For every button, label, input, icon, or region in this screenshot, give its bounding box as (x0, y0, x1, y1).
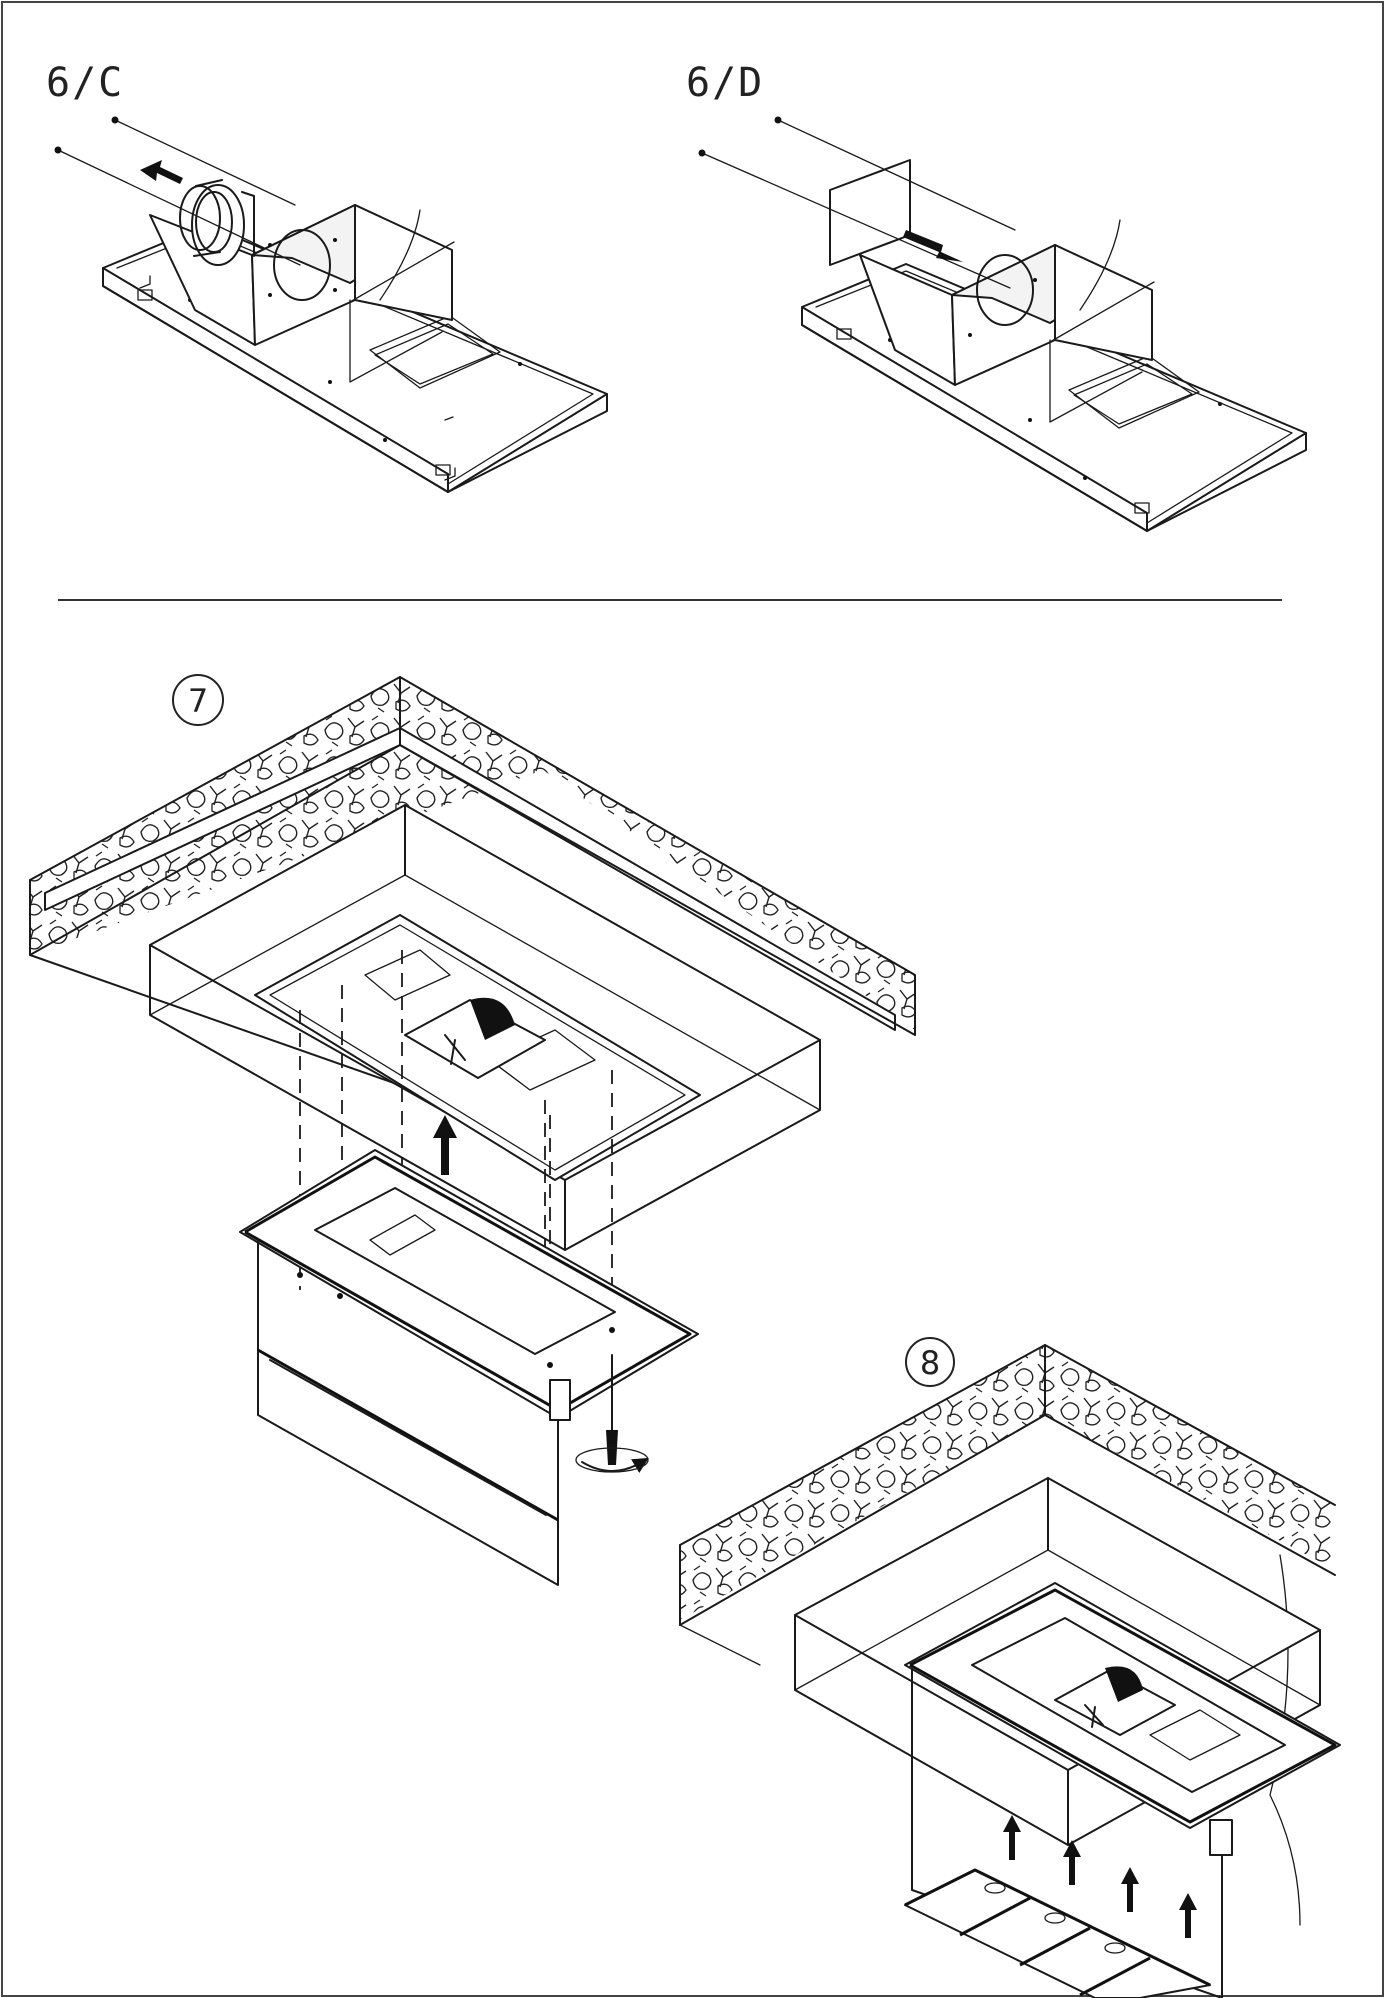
up-arrows (1003, 1815, 1197, 1938)
up-arrow-icon (1121, 1867, 1139, 1912)
screw-guides-6d (698, 116, 1016, 289)
step-7-badge (172, 674, 224, 726)
screw-guides (54, 116, 301, 266)
motor-housing-6d (859, 219, 1155, 423)
up-arrow-icon (433, 1115, 457, 1175)
duct-collar (179, 179, 255, 266)
up-arrow-icon (1003, 1815, 1021, 1860)
rotate-arrow-icon (575, 1447, 649, 1473)
ceiling-frame (254, 914, 701, 1181)
step-8-number: 8 (920, 1344, 940, 1382)
ceiling-slab-8 (679, 1344, 1336, 1926)
step-8: 8 (679, 1337, 1341, 1998)
figure-6c-label: 6/C (46, 60, 124, 106)
figure-6c: 6/C (46, 60, 608, 493)
right-arrow-icon (903, 230, 963, 262)
installed-hood (904, 1582, 1341, 1998)
grease-filters (904, 1868, 1211, 1998)
up-arrow-icon (1179, 1893, 1197, 1938)
figure-6d-label: 6/D (686, 60, 764, 106)
left-arrow-icon (140, 160, 183, 184)
figure-6d: 6/D (686, 60, 1307, 532)
hood-unit (239, 1149, 699, 1586)
step-7-number: 7 (188, 682, 208, 720)
up-arrow-icon (1063, 1840, 1081, 1885)
step-7: 7 (29, 674, 916, 1586)
step-8-badge (905, 1337, 955, 1387)
